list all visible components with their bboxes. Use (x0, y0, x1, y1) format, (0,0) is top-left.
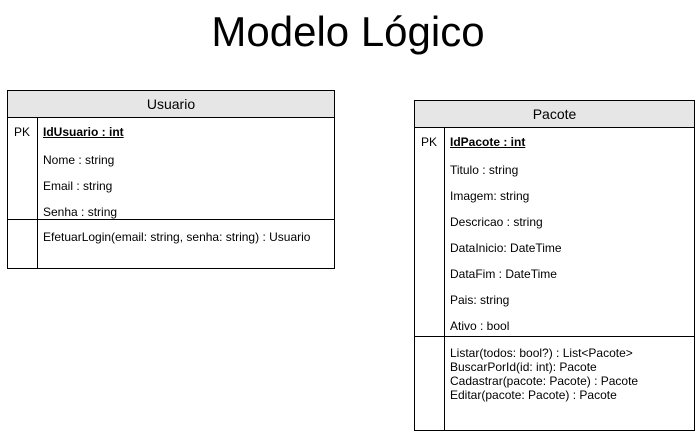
pacote-attribute-data-inicio: DataInicio: DateTime (450, 241, 562, 255)
usuario-method-efetuar-login: EfetuarLogin(email: string, senha: strin… (43, 230, 311, 244)
usuario-attribute-email: Email : string (43, 179, 113, 193)
pacote-attribute-ativo: Ativo : bool (450, 319, 510, 333)
usuario-key-divider (37, 118, 38, 268)
pacote-attribute-id: IdPacote : int (450, 135, 526, 149)
usuario-attribute-id: IdUsuario : int (43, 125, 124, 139)
usuario-methods: EfetuarLogin(email: string, senha: strin… (43, 230, 310, 244)
pacote-attribute-imagem: Imagem: string (450, 189, 530, 203)
entity-usuario-header: Usuario (8, 91, 334, 118)
pacote-pk-label: PK (421, 135, 438, 149)
diagram-title: Modelo Lógico (211, 8, 485, 55)
usuario-attribute-senha: Senha : string (43, 205, 118, 219)
usuario-pk-label: PK (14, 125, 31, 139)
pacote-method-buscar-por-id: BuscarPorId(id: int): Pacote (450, 360, 597, 374)
entity-pacote-header: Pacote (415, 101, 694, 128)
pacote-methods-divider (415, 336, 694, 337)
entity-usuario[interactable]: Usuario PK IdUsuario : int Nome : string… (7, 90, 335, 269)
pacote-attribute-pais: Pais: string (450, 293, 510, 307)
pacote-attribute-data-fim: DataFim : DateTime (450, 267, 557, 281)
pacote-methods: Listar(todos: bool?) : List<Pacote> Busc… (450, 346, 638, 402)
pacote-method-editar: Editar(pacote: Pacote) : Pacote (450, 388, 617, 402)
pacote-attribute-titulo: Titulo : string (450, 163, 519, 177)
pacote-attribute-descricao: Descricao : string (450, 215, 543, 229)
usuario-attribute-nome: Nome : string (43, 153, 115, 167)
pacote-key-divider (444, 128, 445, 430)
entity-pacote[interactable]: Pacote PK IdPacote : int Titulo : string… (414, 100, 695, 431)
pacote-method-listar: Listar(todos: bool?) : List<Pacote> (450, 346, 633, 360)
usuario-methods-divider (8, 219, 334, 220)
pacote-method-cadastrar: Cadastrar(pacote: Pacote) : Pacote (450, 374, 639, 388)
